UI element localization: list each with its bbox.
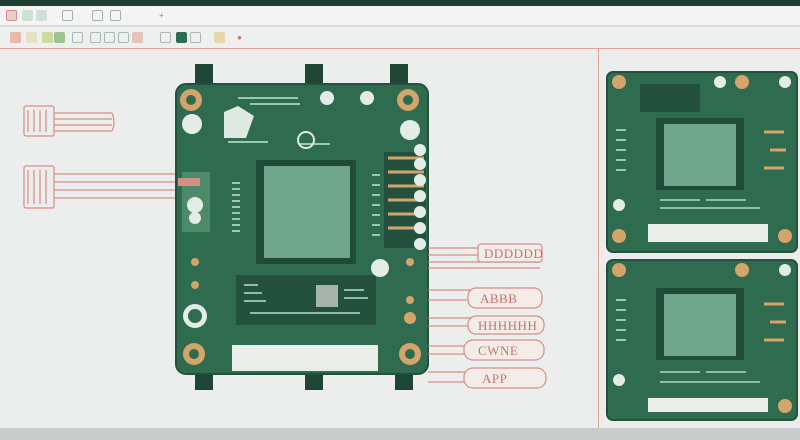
zoom-icon[interactable] — [104, 32, 115, 43]
maximize-icon[interactable] — [36, 10, 47, 21]
open-icon[interactable] — [26, 32, 37, 43]
callout-label-1[interactable]: DDDDDD — [477, 243, 543, 263]
callout-lines — [428, 247, 540, 383]
callout-label-5[interactable]: APP — [463, 367, 547, 389]
text-icon[interactable] — [176, 32, 187, 43]
callout-label-3[interactable]: HHHHHH — [467, 315, 545, 335]
callout-label-4[interactable]: CWNE — [463, 339, 545, 361]
callout-label-2[interactable]: ABBB — [467, 287, 543, 309]
new-icon[interactable] — [10, 32, 21, 43]
pin-icon[interactable]: + — [159, 11, 164, 20]
route-icon[interactable] — [132, 32, 143, 43]
restore-icon[interactable] — [92, 10, 103, 21]
board-view-bottom[interactable] — [606, 259, 798, 421]
connector-callout-top[interactable] — [23, 105, 115, 137]
callout-label-text: HHHHHH — [478, 318, 537, 333]
main-pcb-board[interactable] — [175, 64, 429, 390]
status-bar — [0, 428, 800, 440]
callout-label-text: ABBB — [480, 291, 517, 306]
save-icon[interactable] — [42, 32, 53, 43]
callout-label-text: APP — [482, 371, 507, 386]
layer-icon[interactable] — [54, 32, 65, 43]
component-icon[interactable] — [160, 32, 171, 43]
connector-callout-bottom[interactable] — [23, 165, 200, 209]
link-icon[interactable] — [90, 32, 101, 43]
move-icon[interactable] — [118, 32, 129, 43]
title-bar: + — [0, 6, 800, 26]
measure-icon[interactable] — [190, 32, 201, 43]
minimize-icon[interactable] — [22, 10, 33, 21]
callout-label-text: CWNE — [478, 343, 518, 358]
callout-label-text: DDDDDD — [484, 246, 543, 261]
window-top-strip — [0, 0, 800, 6]
export-icon[interactable] — [214, 32, 225, 43]
window-icon[interactable] — [6, 10, 17, 21]
close-icon[interactable] — [62, 10, 73, 21]
board-view-top[interactable] — [606, 71, 798, 253]
main-chip[interactable] — [264, 166, 350, 258]
settings-icon[interactable]: ● — [237, 33, 242, 42]
help-icon[interactable] — [110, 10, 121, 21]
grid-icon[interactable] — [72, 32, 83, 43]
